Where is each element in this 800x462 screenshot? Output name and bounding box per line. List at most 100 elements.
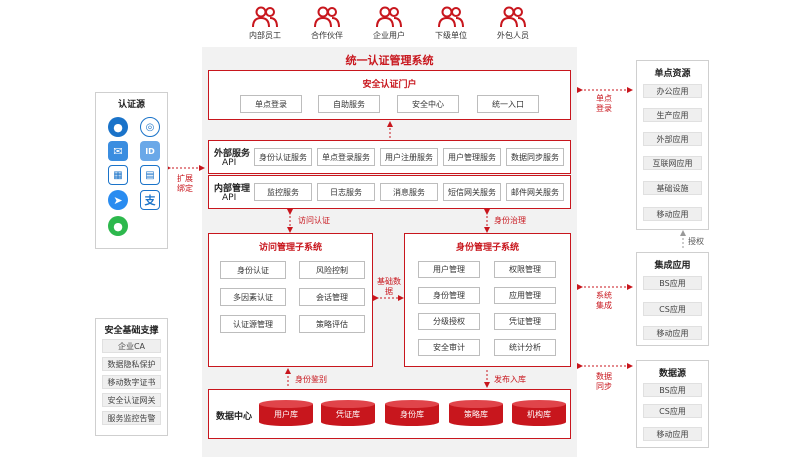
security-item-mobile-cert: 移动数字证书 [102,375,161,389]
sso-item-external: 外部应用 [643,132,702,146]
db-user: 用户库 [259,400,313,426]
label-system-integration: 系统 集成 [596,291,612,310]
qrcode-icon: ▦ [108,165,128,185]
users-icon [314,6,340,28]
datasource-item-bs: BS应用 [643,383,702,397]
access-item-session: 会话管理 [299,288,365,306]
label-expand-bind: 扩展 绑定 [177,174,193,193]
database-icon [449,400,503,426]
user-internal-staff: 内部员工 [235,6,295,41]
user-outsource: 外包人员 [483,6,543,41]
integration-title: 集成应用 [654,261,691,271]
internal-api-title: 内部管理 [214,184,251,194]
fingerprint-icon: ◎ [140,117,160,137]
external-api-title: 外部服务 [214,149,251,159]
datasource-item-cs: CS应用 [643,404,702,418]
alipay-icon: 支 [140,190,160,210]
users-icon [438,6,464,28]
internal-api-label: API [222,193,237,203]
db-identity: 身份库 [385,400,439,426]
label-basic-data: 基础数据 [377,277,401,296]
security-item-monitor: 服务监控告警 [102,411,161,425]
database-icon [259,400,313,426]
access-item-risk-control: 风险控制 [299,261,365,279]
wechat-icon: ● [108,216,128,236]
security-item-ca: 企业CA [102,339,161,353]
user-label: 合作伙伴 [311,31,343,40]
db-label: 策略库 [464,410,488,419]
database-icon [321,400,375,426]
external-item-data-sync: 数据同步服务 [506,148,564,166]
label-publish: 发布入库 [494,375,526,384]
sso-item-infra: 基础设施 [643,181,702,195]
sso-item-office: 办公应用 [643,84,702,98]
access-item-identity-auth: 身份认证 [220,261,286,279]
db-label: 机构库 [527,410,551,419]
user-label: 内部员工 [249,31,281,40]
external-item-user-mgmt: 用户管理服务 [443,148,501,166]
identity-item-identity: 身份管理 [418,287,480,304]
main-title: 统一认证管理系统 [345,54,434,67]
access-item-auth-source: 认证源管理 [220,315,286,333]
dingtalk-icon: ➤ [108,190,128,210]
integration-item-mobile: 移动应用 [643,326,702,340]
portal-item-unified-entry: 统一入口 [477,95,539,113]
internal-item-sms: 短信网关服务 [443,183,501,201]
users-icon [252,6,278,28]
label-authorize: 授权 [688,237,704,246]
user-label: 外包人员 [497,31,529,40]
identity-item-tiered-auth: 分级授权 [418,313,480,330]
identity-item-stats: 统计分析 [494,339,556,356]
identity-item-audit: 安全审计 [418,339,480,356]
integration-item-cs: CS应用 [643,302,702,316]
user-partner: 合作伙伴 [297,6,357,41]
user-label: 企业用户 [373,31,405,40]
sso-resources-title: 单点资源 [654,69,691,79]
identity-item-credential: 凭证管理 [494,313,556,330]
identity-mgmt-title: 身份管理子系统 [455,243,519,253]
data-center-title: 数据中心 [216,412,253,422]
db-org: 机构库 [512,400,566,426]
db-policy: 策略库 [449,400,503,426]
user-label: 下级单位 [435,31,467,40]
internal-item-log: 日志服务 [317,183,375,201]
portal-title: 安全认证门户 [362,80,417,90]
database-icon [385,400,439,426]
lock-icon: ● [108,117,128,137]
access-item-policy-eval: 策略评估 [299,315,365,333]
label-identity-audit: 身份鉴别 [295,375,327,384]
label-sso-login: 单点 登录 [596,94,612,113]
users-icon [500,6,526,28]
security-item-gateway: 安全认证网关 [102,393,161,407]
portal-item-security-center: 安全中心 [397,95,459,113]
db-label: 身份库 [400,410,424,419]
db-label: 用户库 [274,410,298,419]
user-subordinate: 下级单位 [421,6,481,41]
internal-item-email: 邮件网关服务 [506,183,564,201]
access-mgmt-title: 访问管理子系统 [258,243,322,253]
users-icon [376,6,402,28]
label-identity-gov: 身份治理 [494,216,526,225]
identity-item-user: 用户管理 [418,261,480,278]
id-card-icon: ID [140,141,160,161]
label-access-auth: 访问认证 [298,216,330,225]
label-data-sync: 数据 同步 [596,372,612,391]
datasource-item-mobile: 移动应用 [643,427,702,441]
sso-item-internet: 互联网应用 [643,156,702,170]
access-item-mfa: 多因素认证 [220,288,286,306]
sso-item-mobile: 移动应用 [643,207,702,221]
internal-item-monitor: 监控服务 [254,183,312,201]
sso-item-production: 生产应用 [643,108,702,122]
certificate-icon: ▤ [140,165,160,185]
security-support-title: 安全基础支撑 [104,326,159,336]
portal-item-sso: 单点登录 [240,95,302,113]
identity-item-app: 应用管理 [494,287,556,304]
external-api-label: API [222,158,237,168]
datasource-title: 数据源 [658,369,686,379]
user-enterprise: 企业用户 [359,6,419,41]
db-credential: 凭证库 [321,400,375,426]
db-label: 凭证库 [336,410,360,419]
mail-icon: ✉ [108,141,128,161]
external-item-identity-auth: 身份认证服务 [254,148,312,166]
identity-item-permission: 权限管理 [494,261,556,278]
